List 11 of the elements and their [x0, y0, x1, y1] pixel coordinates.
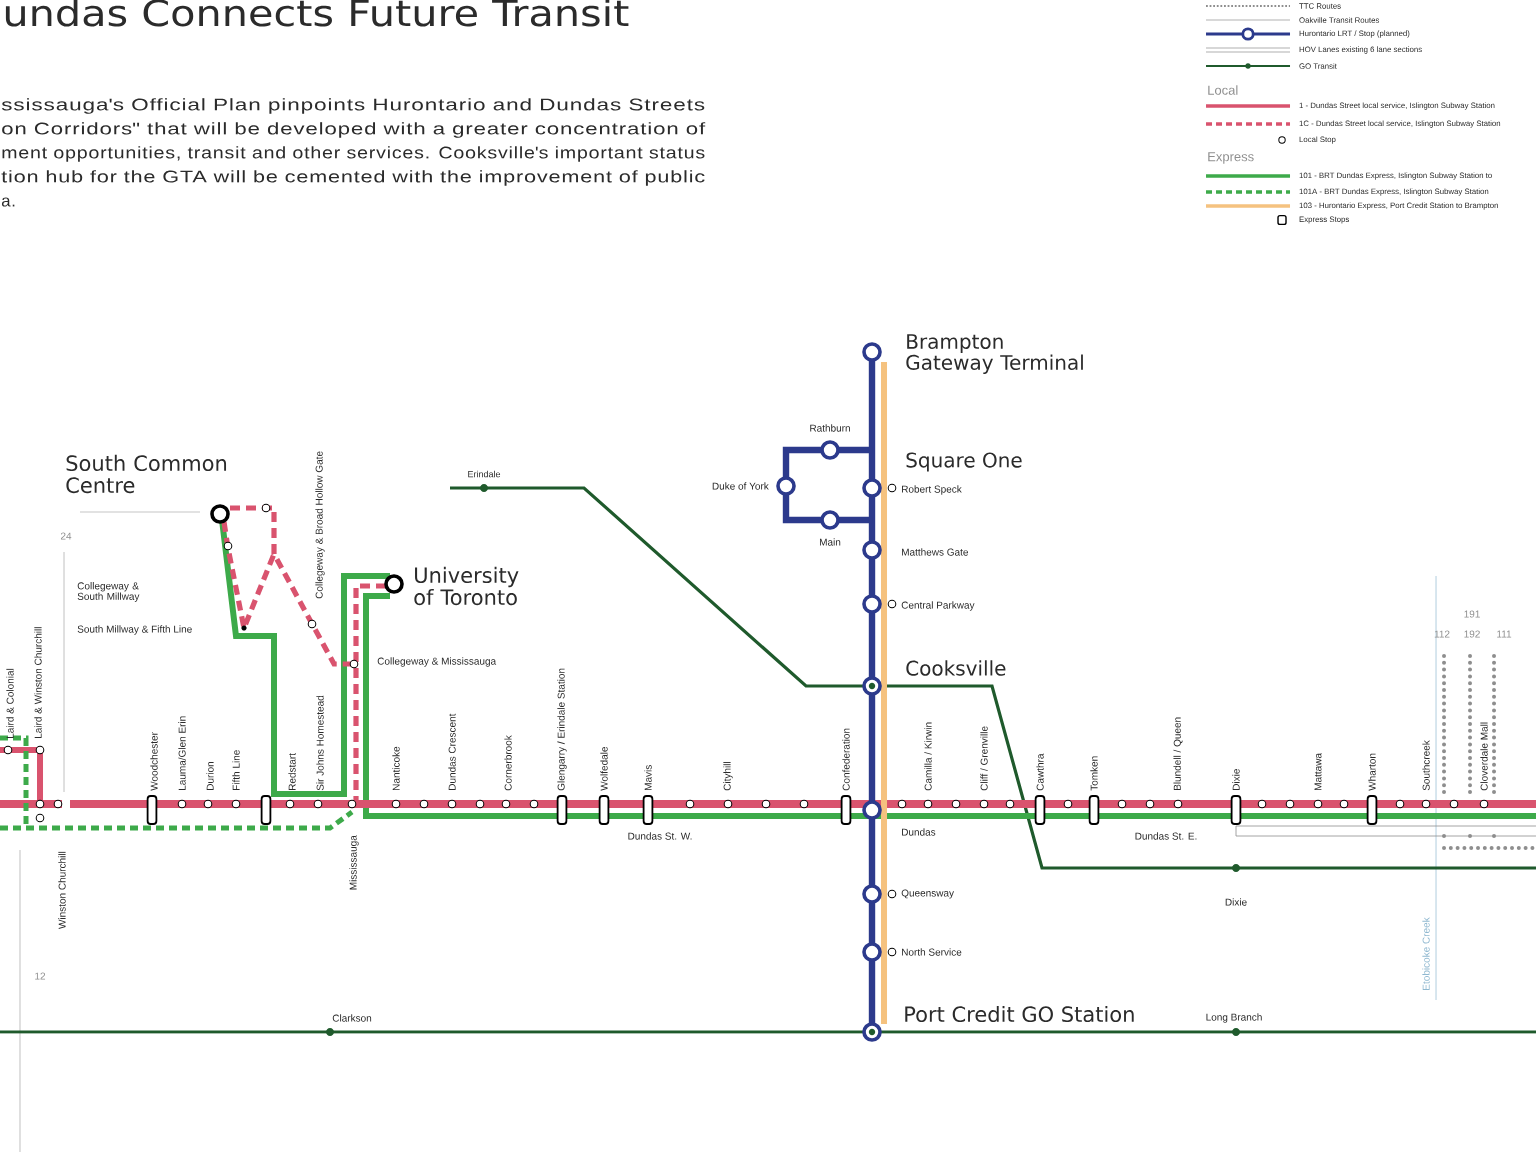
station-label: Cooksville	[906, 660, 1006, 676]
body-text: on Corridors" that will be developed with a greater concentration of	[2, 122, 706, 138]
station-label: Brampton Gateway Terminal	[906, 334, 1083, 374]
station-label: Port Credit GO Station	[905, 1005, 1134, 1023]
body-text: ment opportunities, transit and other services. Cooksville's important status	[2, 146, 705, 162]
station-label: University of Toronto	[414, 566, 519, 606]
body-text: a.	[1, 197, 15, 207]
station-label: Square One	[906, 452, 1022, 472]
body-text: ssissauga's Official Plan pinpoints Hurontario and Dundas Streets	[1, 98, 705, 114]
station-label: South Common Centre	[66, 454, 227, 494]
body-text: tion hub for the GTA will be cemented with the improvement of public	[1, 170, 705, 186]
